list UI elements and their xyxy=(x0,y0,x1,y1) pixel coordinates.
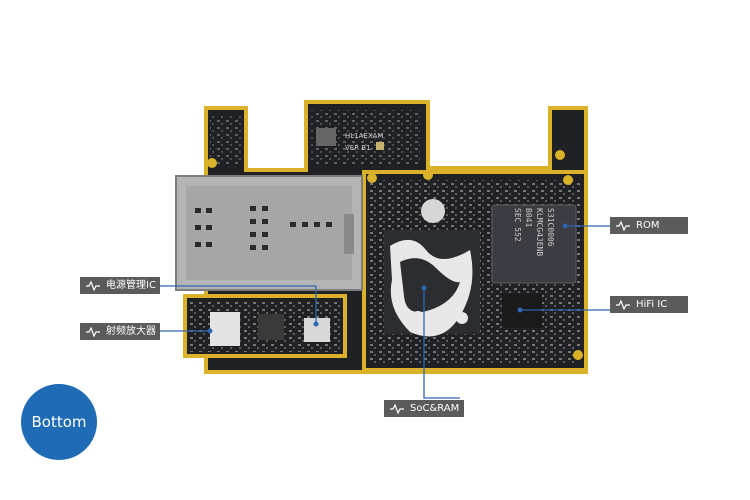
callout-rf-amp: 射频放大器 xyxy=(80,323,160,340)
callout-hifi-label: HiFi IC xyxy=(636,299,668,310)
rom-chip-text-4: SEC 552 xyxy=(513,208,522,242)
silkscreen-text-right: VER B1 xyxy=(345,144,371,152)
callout-rom: ROM xyxy=(610,217,688,234)
rom-chip: S31C0006 KLMCG4JENB B041 SEC 552 xyxy=(491,204,577,284)
pulse-icon xyxy=(86,326,100,337)
pulse-icon xyxy=(390,403,404,414)
silkscreen-text-left: HL1AEXAM xyxy=(345,132,383,140)
pulse-icon xyxy=(616,299,630,310)
callout-rom-label: ROM xyxy=(636,220,660,231)
soc-ram-area xyxy=(384,199,480,337)
pmic-leader-line xyxy=(158,285,317,322)
callout-dots xyxy=(207,223,568,334)
rom-chip-text-1: S31C0006 xyxy=(546,208,555,247)
rom-chip-text-2: KLMCG4JENB xyxy=(535,208,544,256)
pulse-icon xyxy=(86,280,100,291)
rom-chip-text-3: B041 xyxy=(524,208,533,227)
sim-tray-shield xyxy=(175,175,363,291)
soc-ram-leader-line xyxy=(423,288,460,399)
top-connector xyxy=(316,128,384,150)
callout-pmic-label: 电源管理IC xyxy=(106,280,156,291)
bottom-side-badge-label: Bottom xyxy=(31,413,87,431)
bottom-side-badge: Bottom xyxy=(21,384,97,460)
callout-hifi: HiFi IC xyxy=(610,296,688,313)
pulse-icon xyxy=(616,220,630,231)
callout-pmic: 电源管理IC xyxy=(80,277,160,294)
callout-soc-ram-label: SoC&RAM xyxy=(410,403,460,414)
callout-lines xyxy=(158,225,612,399)
callout-soc-ram: SoC&RAM xyxy=(384,400,464,417)
rf-amp-area xyxy=(210,312,330,346)
callout-rf-amp-label: 射频放大器 xyxy=(106,326,156,337)
